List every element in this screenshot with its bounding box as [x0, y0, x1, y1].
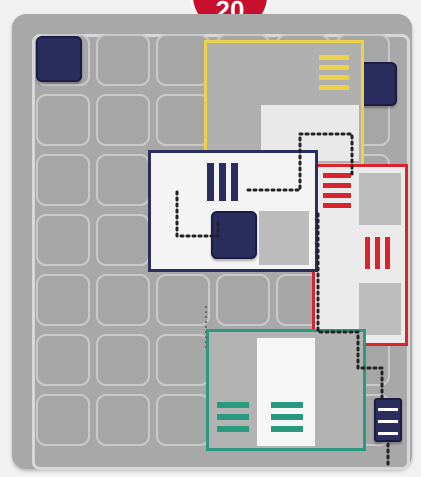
yellow-stripe-icon: [319, 65, 349, 70]
navy-stripe-icon: [378, 408, 398, 411]
board-cell[interactable]: [36, 94, 90, 146]
yellow-stripe-icon: [319, 75, 349, 80]
board-cell[interactable]: [96, 274, 150, 326]
navy-stripe-icon: [231, 163, 238, 201]
red-stripe-icon: [323, 193, 351, 198]
teal-stripe-icon: [217, 426, 249, 432]
red-piece-window: [359, 283, 401, 335]
board-cell[interactable]: [156, 34, 210, 86]
board-cell[interactable]: [36, 274, 90, 326]
navy-piece[interactable]: [148, 150, 318, 272]
teal-stripe-icon: [217, 402, 249, 408]
board-cell[interactable]: [156, 334, 210, 386]
board-cell[interactable]: [156, 274, 210, 326]
red-stripe-icon: [323, 203, 351, 208]
navy-piece-window: [259, 211, 309, 265]
board-cell[interactable]: [156, 394, 210, 446]
teal-piece[interactable]: [206, 329, 366, 451]
teal-stripe-icon: [271, 402, 303, 408]
teal-stripe-icon: [271, 414, 303, 420]
navy-stripe-icon: [219, 163, 226, 201]
board-cell[interactable]: [156, 94, 210, 146]
navy-peg-icon: [211, 211, 257, 259]
bottom-right-stripes-icon[interactable]: [374, 398, 402, 442]
board-cell[interactable]: [96, 394, 150, 446]
navy-stripe-icon: [207, 163, 214, 201]
teal-stripe-icon: [217, 414, 249, 420]
top-right-peg-icon[interactable]: [359, 62, 397, 106]
yellow-stripe-icon: [319, 85, 349, 90]
red-stripe-icon: [385, 237, 390, 269]
top-left-peg-icon[interactable]: [36, 36, 82, 82]
navy-stripe-icon: [378, 432, 398, 435]
board-cell[interactable]: [96, 94, 150, 146]
board-cell[interactable]: [216, 274, 270, 326]
yellow-piece[interactable]: [204, 40, 364, 166]
teal-stripe-icon: [271, 426, 303, 432]
game-board: [12, 14, 412, 469]
red-stripe-icon: [365, 237, 370, 269]
board-cell[interactable]: [36, 154, 90, 206]
board-cell[interactable]: [96, 214, 150, 266]
yellow-stripe-icon: [319, 55, 349, 60]
red-piece-window: [359, 173, 401, 225]
red-stripe-icon: [375, 237, 380, 269]
red-stripe-icon: [323, 173, 351, 178]
navy-stripe-icon: [378, 420, 398, 423]
board-cell[interactable]: [96, 334, 150, 386]
board-cell[interactable]: [36, 334, 90, 386]
red-stripe-icon: [323, 183, 351, 188]
red-piece[interactable]: [312, 164, 408, 346]
board-cell[interactable]: [36, 214, 90, 266]
board-cell[interactable]: [96, 154, 150, 206]
board-cell[interactable]: [36, 394, 90, 446]
board-cell[interactable]: [96, 34, 150, 86]
